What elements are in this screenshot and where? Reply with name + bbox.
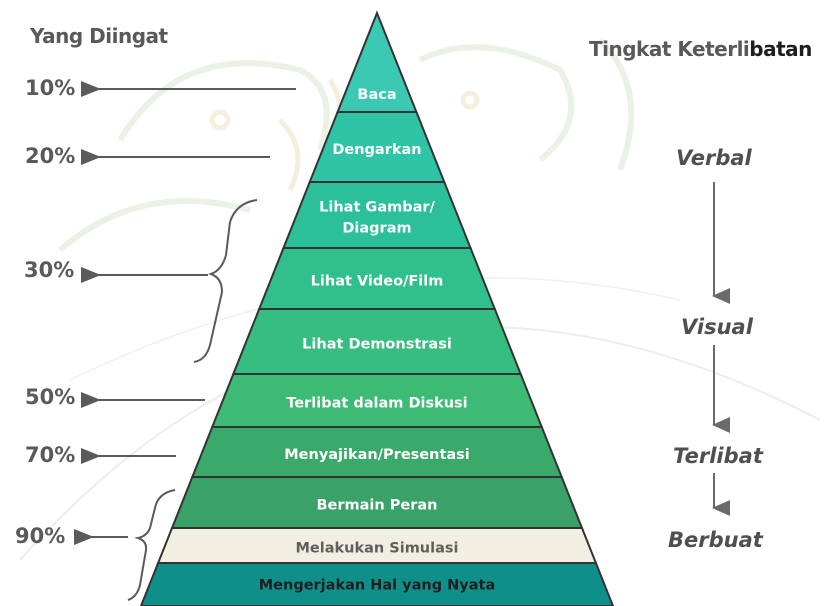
brace-90	[127, 489, 176, 601]
level-verbal: Verbal	[676, 146, 752, 170]
pyramid-label-9: Melakukan Simulasi	[296, 541, 459, 557]
percent-30: 30%	[24, 258, 75, 282]
percent-50: 50%	[25, 385, 76, 409]
pyramid-label-7: Menyajikan/Presentasi	[284, 447, 470, 463]
brace-30	[193, 199, 258, 363]
right-header-part1: Tingkat Keterli	[589, 37, 750, 61]
right-header: Tingkat Keterlibatan	[589, 37, 812, 61]
pyramid-label-10: Mengerjakan Hal yang Nyata	[259, 578, 496, 594]
pyramid-label-6: Terlibat dalam Diskusi	[286, 396, 467, 412]
pyramid-label-1: Baca	[357, 87, 396, 103]
pyramid-label-4: Lihat Video/Film	[311, 274, 444, 290]
level-terlibat: Terlibat	[673, 444, 763, 468]
percent-20: 20%	[25, 144, 76, 168]
pyramid-label-2: Dengarkan	[332, 142, 421, 158]
right-header-part2: batan	[749, 37, 812, 61]
left-header: Yang Diingat	[30, 24, 168, 48]
pyramid-label-8: Bermain Peran	[317, 498, 438, 514]
level-berbuat: Berbuat	[668, 528, 763, 552]
pyramid-label-3-line-1: Lihat Gambar/	[319, 200, 435, 216]
pyramid-label-5: Lihat Demonstrasi	[302, 337, 452, 353]
pyramid-label-3-line-2: Diagram	[342, 221, 411, 237]
pyramid-segment-10	[139, 562, 615, 606]
percent-70: 70%	[25, 443, 76, 467]
percent-90: 90%	[15, 524, 66, 548]
level-visual: Visual	[681, 315, 753, 339]
percent-10: 10%	[25, 76, 76, 100]
